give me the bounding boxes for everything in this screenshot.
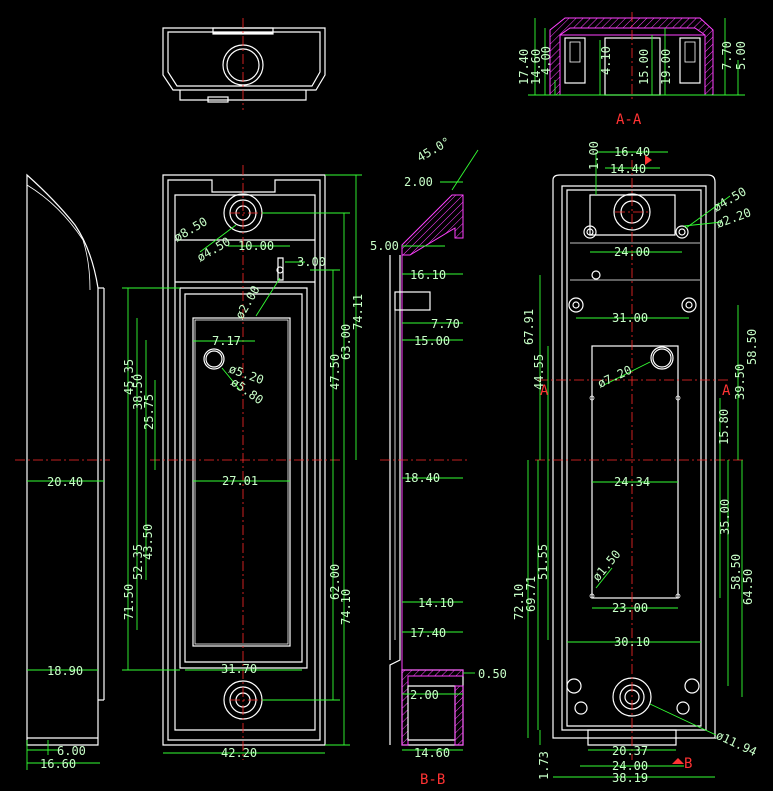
dim-front-63-00: 63.00 [339, 324, 353, 360]
dim-back-31-00: 31.00 [612, 311, 648, 325]
dim-back-7-20: ø7.20 [595, 363, 634, 391]
dim-bb-5-00: 5.00 [370, 239, 399, 253]
dim-back-44-55: 44.55 [532, 354, 546, 390]
dim-back-69-71: 69.71 [524, 576, 538, 612]
dim-front-71-50: 71.50 [122, 584, 136, 620]
dim-front-4-50: ø4.50 [195, 234, 233, 264]
dim-back-24-00a: 24.00 [614, 245, 650, 259]
dim-back-24-34: 24.34 [614, 475, 650, 489]
dim-front-43-50: 43.50 [141, 524, 155, 560]
dim-front-74-10: 74.10 [339, 589, 353, 625]
dim-front-47-50: 47.50 [328, 354, 342, 390]
dim-back-1-50: ø1.50 [590, 547, 624, 584]
dim-back-67-91: 67.91 [522, 309, 536, 345]
dim-side-6-00: 6.00 [57, 744, 86, 758]
dim-bb-18-40: 18.40 [404, 471, 440, 485]
dim-back-20-37: 20.37 [612, 744, 648, 758]
section-label-aa: A-A [616, 112, 642, 128]
section-aa: 17.40 14.60 4.00 4.10 15.00 19.00 7.70 5… [517, 12, 748, 128]
dim-back-15-80: 15.80 [717, 409, 731, 445]
dim-back-30-10: 30.10 [614, 635, 650, 649]
section-arrow-bottom [672, 758, 684, 764]
dim-back-72-10: 72.10 [512, 584, 526, 620]
dim-bb-0-50: 0.50 [478, 667, 507, 681]
dim-aa-19-00: 19.00 [659, 49, 673, 85]
dim-front-52-35: 52.35 [131, 544, 145, 580]
dim-front-42-20: 42.20 [221, 746, 257, 760]
dim-back-1-73: 1.73 [537, 751, 551, 780]
dim-aa-5-00: 5.00 [734, 41, 748, 70]
dim-front-31-70: 31.70 [221, 662, 257, 676]
back-view: 1.00 16.40 14.40 ø4.50 ø2.20 24.00 31.00… [512, 141, 759, 785]
dim-front-3-00: 3.00 [297, 255, 326, 269]
dim-back-1-00: 1.00 [587, 141, 601, 170]
dim-aa-17-40: 17.40 [517, 49, 531, 85]
dim-back-23-00: 23.00 [612, 601, 648, 615]
dim-front-38-50: 38.50 [131, 374, 145, 410]
top-view [162, 18, 326, 110]
dim-bb-45-0: 45.0° [415, 134, 453, 164]
dim-bb-17-40: 17.40 [410, 626, 446, 640]
dim-back-64-50: 64.50 [741, 569, 755, 605]
dim-aa-4-10: 4.10 [599, 46, 613, 75]
dim-front-7-17: 7.17 [212, 334, 241, 348]
dim-back-14-40: 14.40 [610, 162, 646, 176]
front-view: ø8.50 ø4.50 10.00 3.00 ø2.00 7.17 ø5.20 … [122, 165, 365, 760]
dim-bb-2-00a: 2.00 [404, 175, 433, 189]
section-marker-a-left: A [540, 383, 549, 399]
dim-bb-14-60: 14.60 [414, 746, 450, 760]
section-bb: 45.0° 2.00 5.00 16.10 7.70 15.00 18.40 1… [370, 134, 507, 788]
dim-side-16-60: 16.60 [40, 757, 76, 771]
dim-front-2-00: ø2.00 [232, 283, 262, 321]
section-arrow-top [645, 155, 652, 165]
dim-front-74-11: 74.11 [351, 294, 365, 330]
dim-back-38-19: 38.19 [612, 771, 648, 785]
dim-front-27-01: 27.01 [222, 474, 258, 488]
dim-bb-14-10: 14.10 [418, 596, 454, 610]
dim-bb-15-00: 15.00 [414, 334, 450, 348]
dim-bb-7-70: 7.70 [431, 317, 460, 331]
dim-back-39-50: 39.50 [733, 364, 747, 400]
section-marker-b: B [684, 756, 692, 772]
dim-aa-14-60: 14.60 [529, 49, 543, 85]
dim-back-16-40: 16.40 [614, 145, 650, 159]
dim-front-10-00: 10.00 [238, 239, 274, 253]
dim-aa-7-70: 7.70 [720, 41, 734, 70]
section-label-bb: B-B [420, 772, 445, 788]
dim-side-20-40: 20.40 [47, 475, 83, 489]
dim-side-18-90: 18.90 [47, 664, 83, 678]
side-view-left: 20.40 18.90 6.00 16.60 [15, 173, 110, 771]
dim-back-35-00: 35.00 [718, 499, 732, 535]
dim-bb-16-10: 16.10 [410, 268, 446, 282]
dim-back-58-50a: 58.50 [745, 329, 759, 365]
dim-back-24-00b: 24.00 [612, 759, 648, 773]
dim-front-62-00: 62.00 [328, 564, 342, 600]
dim-aa-15-00: 15.00 [637, 49, 651, 85]
dim-back-51-55: 51.55 [536, 544, 550, 580]
dim-back-11-94: ø11.94 [714, 728, 759, 759]
dim-bb-2-00b: 2.00 [410, 688, 439, 702]
dim-back-58-50b: 58.50 [729, 554, 743, 590]
dim-front-45-35: 45.35 [122, 359, 136, 395]
dim-aa-4-00: 4.00 [539, 46, 553, 75]
dim-front-25-75: 25.75 [142, 394, 156, 430]
section-marker-a-right: A [722, 383, 731, 399]
